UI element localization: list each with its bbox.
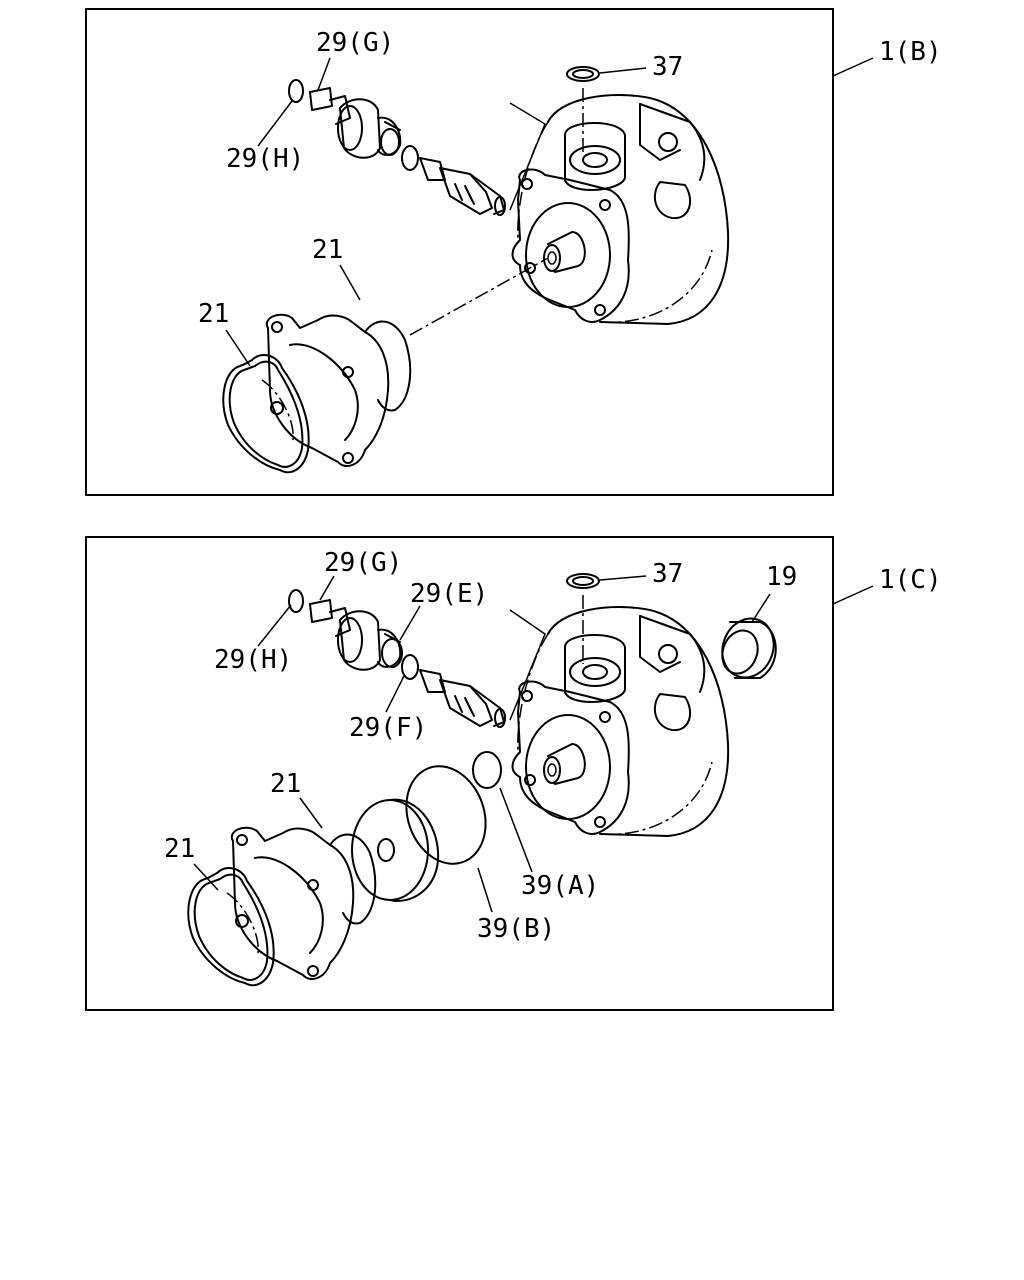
o-ring-29e-c (381, 638, 403, 668)
label-29e-c: 29(E) (410, 579, 488, 609)
leader-29h (257, 100, 293, 147)
assembly-bracket-c (509, 609, 546, 721)
o-ring-29h (288, 79, 304, 103)
leader-37-c (599, 575, 647, 581)
assembly-leader-b (832, 57, 874, 77)
pump-housing-c (511, 606, 730, 837)
gasket-21-c (187, 866, 275, 987)
end-cover (265, 313, 412, 467)
leader-37 (599, 67, 647, 74)
assembly-label-c: 1(C) (879, 565, 942, 595)
label-39b-c: 39(B) (477, 914, 555, 944)
leader-21-upper-c (299, 797, 323, 829)
label-21-upper-c: 21 (270, 769, 301, 799)
leader-21-lower-c (193, 863, 219, 891)
leader-29g (317, 57, 331, 91)
o-ring-29f-c (401, 654, 419, 680)
o-ring-37-inner (572, 69, 594, 79)
o-ring-29e (380, 128, 400, 156)
leader-29e-c (399, 605, 421, 641)
panel-c-frame (85, 536, 834, 1011)
label-19-c: 19 (766, 562, 797, 592)
leader-39a-c (499, 787, 533, 873)
oil-seal-19 (721, 617, 777, 679)
valve-spool (309, 87, 506, 216)
label-29g-c: 29(G) (324, 548, 402, 578)
label-21-lower: 21 (198, 299, 229, 329)
centerline-shaft (409, 257, 549, 336)
panel-b: 1(B) 29(G) 29(H) 37 21 21 (85, 8, 942, 496)
leader-21-lower (225, 329, 251, 367)
o-ring-29h-c (288, 589, 304, 613)
label-21-upper: 21 (312, 235, 343, 265)
assembly-leader-c (832, 585, 874, 605)
label-29h-c: 29(H) (214, 645, 292, 675)
assembly-label-b: 1(B) (879, 37, 942, 67)
pump-housing (511, 94, 730, 325)
o-ring-37-c (566, 573, 600, 589)
label-29f-c: 29(F) (349, 713, 427, 743)
label-29g: 29(G) (316, 28, 394, 58)
leader-29g-c (319, 575, 335, 601)
label-37: 37 (652, 52, 683, 82)
label-39a-c: 39(A) (521, 871, 599, 901)
label-29h: 29(H) (226, 144, 304, 174)
leader-21-upper (339, 264, 361, 301)
label-21-lower-c: 21 (164, 834, 195, 864)
end-cover-c (230, 826, 377, 980)
assembly-bracket (509, 102, 546, 211)
label-37-c: 37 (652, 559, 683, 589)
o-ring-37 (566, 66, 600, 82)
leader-19-c (751, 593, 771, 623)
leader-29h-c (257, 604, 292, 647)
panel-b-frame (85, 8, 834, 496)
o-ring-29f (401, 145, 419, 171)
leader-29f-c (385, 675, 405, 713)
panel-c: 1(C) 29( (85, 536, 942, 1011)
o-ring-39b (405, 765, 487, 865)
gasket-21 (222, 353, 310, 474)
valve-spool-c (309, 599, 506, 728)
o-ring-39a (472, 751, 502, 789)
leader-39b-c (477, 867, 493, 913)
o-ring-37-c-inner (572, 576, 594, 586)
